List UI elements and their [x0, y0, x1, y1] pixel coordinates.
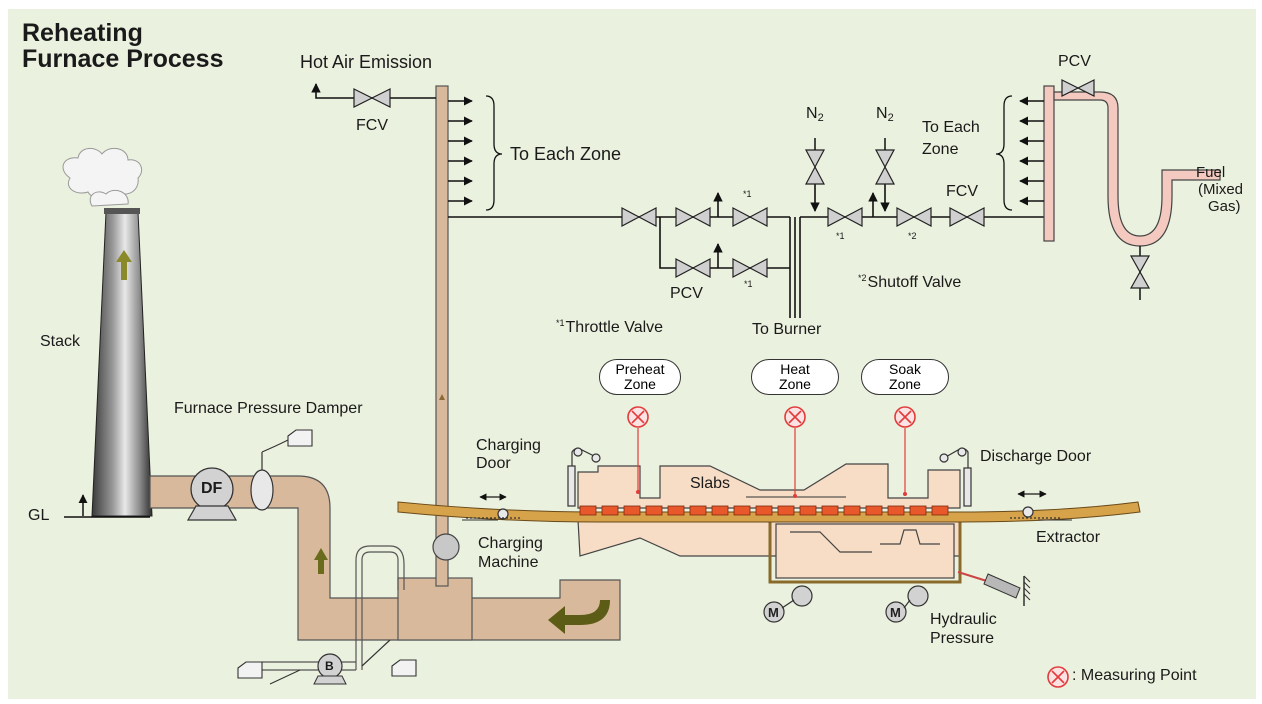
damper-label: Furnace Pressure Damper: [174, 400, 363, 417]
measure-dots: [636, 490, 907, 498]
star1-a: *1: [743, 189, 752, 199]
fuel-header: [1043, 85, 1221, 300]
stack: [62, 147, 153, 517]
pcv-top-label: PCV: [1058, 53, 1091, 70]
brace-right: [995, 95, 1013, 211]
motor-label-a: M: [768, 605, 779, 620]
charging-machine-1: Charging: [478, 535, 543, 552]
pcv-top-valve: [1061, 79, 1151, 289]
charging-machine: [466, 506, 1060, 520]
duct-gauge: [432, 533, 460, 561]
to-burner-label: To Burner: [752, 321, 822, 338]
zone-arrows-right: [1019, 96, 1044, 206]
title-line2: Furnace Process: [22, 45, 224, 74]
charging-machine-2: Machine: [478, 554, 539, 571]
furnace-body: [577, 463, 962, 584]
fcv-left-label: FCV: [356, 117, 388, 134]
to-each-right-2: Zone: [922, 141, 959, 158]
measure-points: [627, 406, 1069, 688]
pcv-mid-label: PCV: [670, 285, 703, 302]
star1-b: *1: [744, 279, 753, 289]
zone-pill-soak: Soak Zone: [861, 359, 949, 395]
shutoff-label: *2Shutoff Valve: [858, 273, 962, 291]
diagram-title: Reheating Furnace Process: [22, 20, 224, 73]
df-label: DF: [201, 480, 223, 497]
title-line1: Reheating: [22, 19, 143, 47]
motor-label-b: M: [890, 605, 901, 620]
charging-door-2: Door: [476, 455, 511, 472]
measure-lines: [637, 428, 906, 496]
hydraulic-1: Hydraulic: [930, 611, 997, 628]
slabs-label: Slabs: [690, 475, 731, 492]
air-header: [448, 180, 1044, 318]
stack-label: Stack: [40, 333, 81, 350]
fuel-label-3: Gas): [1208, 198, 1241, 215]
star1-c: *1: [836, 231, 845, 241]
gl-label: GL: [28, 507, 50, 524]
inline-valves: [621, 149, 985, 278]
motors: [763, 585, 929, 623]
n2-label-b: N2: [876, 105, 894, 124]
zone-label-line2: Zone: [889, 376, 921, 392]
doors: [567, 447, 972, 507]
hot-air-label: Hot Air Emission: [300, 52, 433, 72]
charging-door-1: Charging: [476, 437, 541, 454]
zone-arrows-left: [448, 96, 473, 206]
zone-label-line1: Heat: [780, 361, 810, 377]
fcv-right-label: FCV: [946, 183, 978, 200]
door-arrows: [479, 490, 1047, 501]
zone-pill-heat: Heat Zone: [751, 359, 839, 395]
df-fan: [186, 429, 313, 521]
zone-label-line1: Soak: [889, 361, 921, 377]
hydraulic-2: Pressure: [930, 630, 995, 647]
fuel-label-1: Fuel: [1196, 164, 1226, 181]
hydraulic-cylinder: [957, 571, 1031, 606]
to-each-zone-left-label: To Each Zone: [510, 144, 622, 164]
brace-left: [485, 95, 503, 211]
b-label: B: [325, 659, 334, 673]
zone-label-line2: Zone: [624, 376, 656, 392]
ground-level: [64, 494, 150, 518]
hot-air-duct: [435, 85, 449, 587]
discharge-door-label: Discharge Door: [980, 448, 1092, 465]
slabs-row: [579, 505, 949, 516]
throttle-label: *1Throttle Valve: [556, 318, 664, 336]
star2-a: *2: [908, 231, 917, 241]
extractor-label: Extractor: [1036, 529, 1101, 546]
flue-duct: [149, 475, 621, 641]
to-each-right-1: To Each: [922, 119, 980, 136]
n2-label-a: N2: [806, 105, 824, 124]
measuring-point-label: : Measuring Point: [1072, 667, 1197, 684]
zone-label-line2: Zone: [779, 376, 811, 392]
zone-label-line1: Preheat: [615, 361, 665, 377]
hot-air-line: [311, 83, 436, 99]
blower: [237, 653, 417, 685]
fcv-left-valve: [353, 88, 391, 108]
fuel-label-2: (Mixed: [1198, 181, 1244, 198]
zone-pill-preheat: Preheat Zone: [599, 359, 681, 395]
